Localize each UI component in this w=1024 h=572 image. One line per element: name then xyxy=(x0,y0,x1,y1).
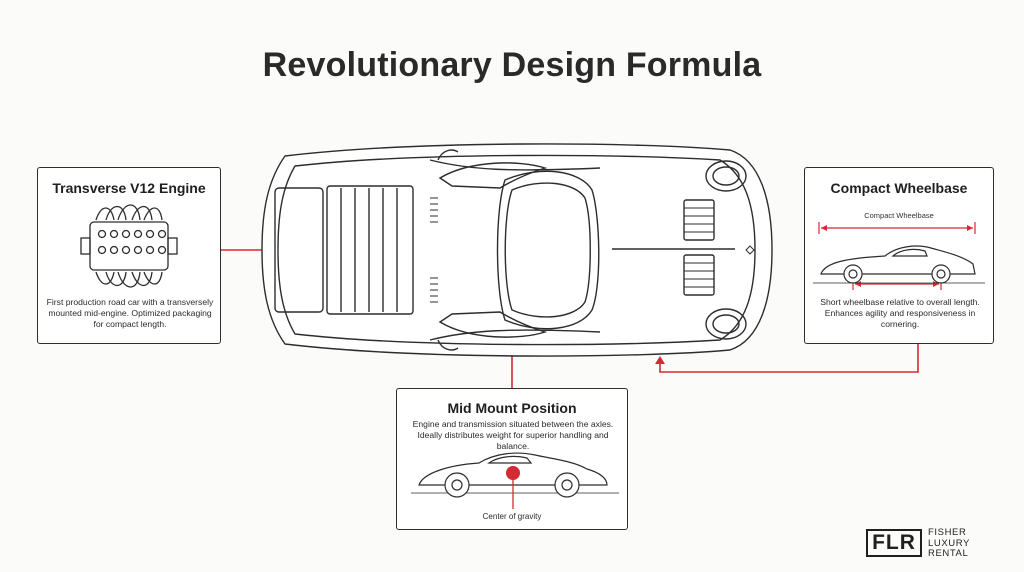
logo-line-1: FISHER xyxy=(928,527,967,538)
engine-card-heading: Transverse V12 Engine xyxy=(52,180,206,196)
logo-wordmark: FISHER LUXURY RENTAL xyxy=(928,527,970,560)
mid-mount-card-description: Engine and transmission situated between… xyxy=(412,419,614,451)
wheelbase-connector xyxy=(659,344,919,373)
v12-engine-icon xyxy=(80,204,178,288)
logo-line-2: LUXURY xyxy=(928,537,970,549)
side-profile-cog-car-icon xyxy=(411,452,619,509)
engine-card: Transverse V12 Engine First production r… xyxy=(37,167,221,344)
side-profile-car-icon xyxy=(813,222,985,290)
wheelbase-dimension-label: Compact Wheelbase xyxy=(864,211,934,220)
brand-logo: FLR FISHER LUXURY RENTAL xyxy=(866,527,996,563)
page-title: Revolutionary Design Formula xyxy=(262,46,762,84)
logo-mark: FLR xyxy=(866,529,922,557)
wheelbase-card-heading: Compact Wheelbase xyxy=(830,180,968,196)
mid-mount-card-heading: Mid Mount Position xyxy=(447,400,577,416)
center-of-gravity-marker xyxy=(506,466,520,480)
logo-line-3: RENTAL xyxy=(928,548,969,559)
wheelbase-card: Compact Wheelbase Compact Wheelbase Shor… xyxy=(804,167,994,344)
engine-card-description: First production road car with a transve… xyxy=(46,297,214,329)
center-of-gravity-label: Center of gravity xyxy=(482,512,542,521)
wheelbase-card-description: Short wheelbase relative to overall leng… xyxy=(820,297,980,329)
mid-mount-card: Mid Mount Position Engine and transmissi… xyxy=(396,388,628,530)
